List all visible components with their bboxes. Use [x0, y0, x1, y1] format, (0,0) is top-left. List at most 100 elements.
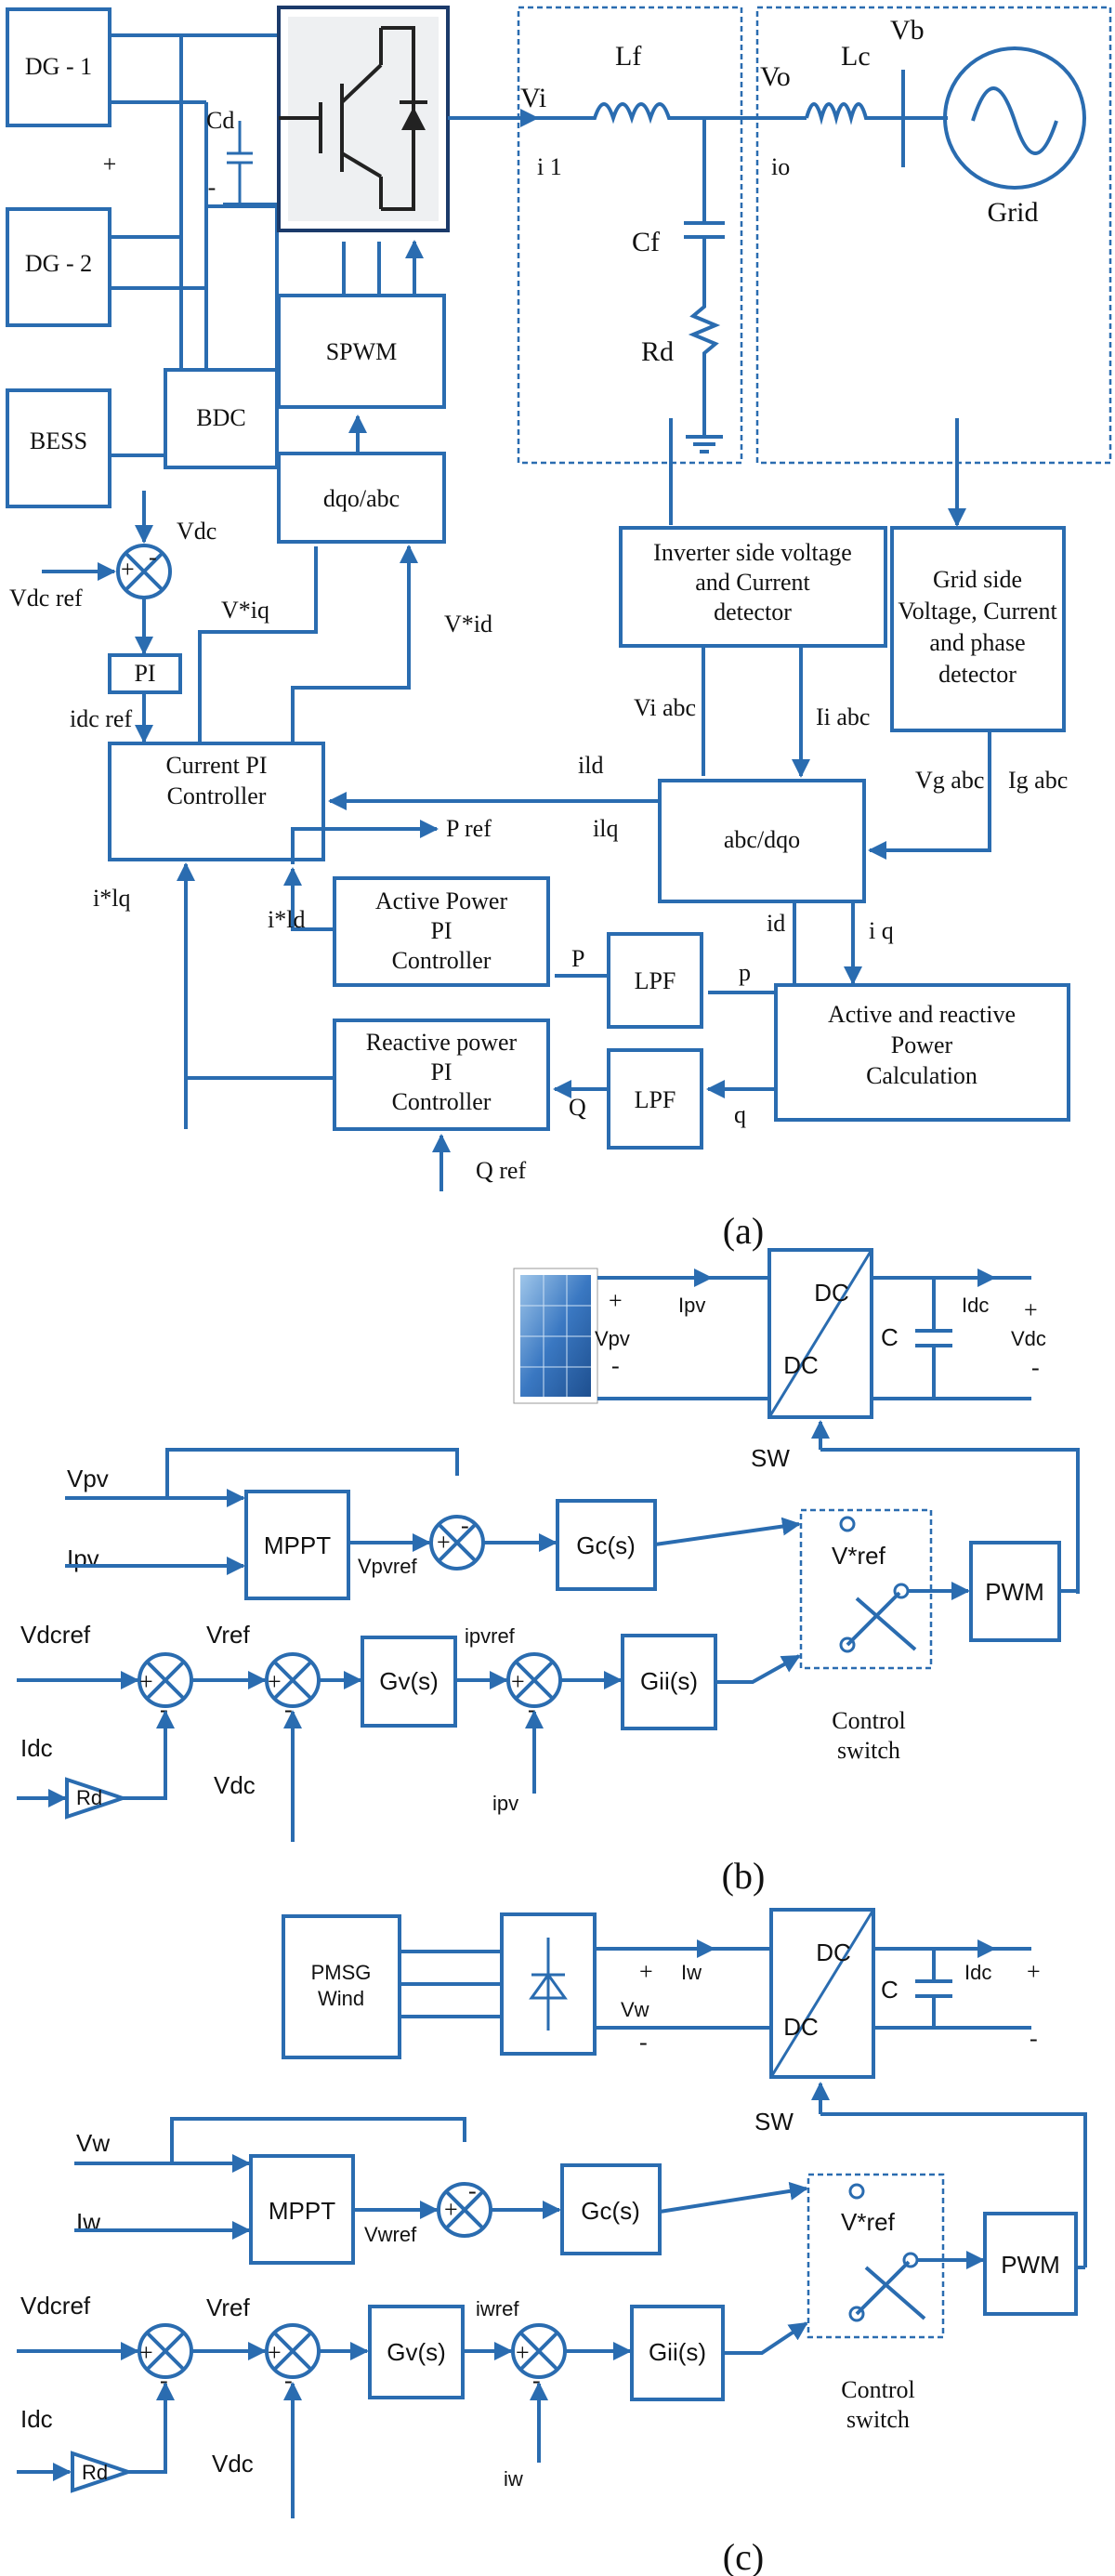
ctrl-switch-line2-c: switch: [846, 2406, 910, 2433]
P-label: P: [571, 945, 584, 972]
vb-label: Vb: [890, 15, 925, 46]
gc-label-c: Gc(s): [581, 2197, 640, 2225]
sum3-minus-c: -: [284, 2367, 293, 2394]
vref-label-b: Vref: [206, 1621, 250, 1649]
ipv-label: Ipv: [67, 1544, 99, 1572]
gc-block-c: [560, 2163, 662, 2255]
vdcref-label-c: Vdcref: [20, 2292, 91, 2320]
sw-label-b: SW: [751, 1444, 790, 1472]
pwm-block-c: [983, 2212, 1078, 2316]
ild-label: ild: [578, 752, 603, 779]
sum1-minus-b: -: [461, 1512, 469, 1539]
sum3-plus-b: +: [268, 1668, 282, 1695]
i-lq-star-label: i*lq: [93, 885, 130, 912]
sw-label-c: SW: [754, 2108, 794, 2136]
pwm-block-b: [969, 1541, 1061, 1642]
gc-label-b: Gc(s): [576, 1531, 636, 1559]
inv-det-line3: detector: [714, 598, 792, 625]
bess-label: BESS: [30, 427, 87, 454]
i-ld-star-label: i*ld: [268, 906, 305, 933]
mppt-block-b: [244, 1490, 350, 1600]
dc-bot-b: DC: [783, 1351, 819, 1379]
bdc-block: [164, 368, 279, 469]
vw-out-label: Vw: [621, 1998, 649, 2021]
vi-label: Vi: [520, 83, 546, 113]
q-label: q: [734, 1101, 746, 1128]
caption-a: (a): [723, 1210, 764, 1252]
spwm-block: [277, 294, 446, 409]
pwm-label-b: PWM: [985, 1578, 1044, 1606]
io-label: io: [771, 153, 790, 180]
cur-pi-line2: Controller: [167, 782, 267, 809]
gc-block-b: [556, 1499, 657, 1591]
diagram-b: + Vpv - Ipv DC DC C Idc + Vdc - SW Vpv I…: [17, 1248, 1080, 1897]
diagram-a: DG - 1 DG - 2 BESS BDC + - Cd SPWM dqo/a…: [6, 6, 1112, 1252]
ii-abc-label: Ii abc: [816, 703, 870, 730]
caption-c: (c): [723, 2536, 764, 2576]
rd-label-b: Rd: [76, 1786, 102, 1809]
rd-label-c: Rd: [82, 2461, 108, 2484]
gii-label-c: Gii(s): [649, 2338, 706, 2366]
cd-label: Cd: [206, 107, 234, 134]
grid-det-line2: Voltage, Current: [898, 598, 1057, 624]
diagram-c: PMSG Wind + Iw Vw - DC DC C Idc + - SW V…: [17, 1908, 1087, 2576]
ipvref-label: ipvref: [465, 1624, 516, 1648]
ig-abc-label: Ig abc: [1008, 767, 1068, 794]
sum4-plus-b: +: [511, 1668, 525, 1695]
minus-sign: -: [208, 174, 216, 201]
active-power-pi-block: [333, 876, 550, 987]
dg2-block: [6, 207, 112, 327]
iw-fb-label: iw: [504, 2467, 523, 2491]
c-label-b: C: [881, 1323, 899, 1351]
apc-line1: Active Power: [375, 887, 508, 914]
vdc-minus-c: -: [1030, 2025, 1038, 2052]
arpc-line2: Power: [891, 1032, 953, 1058]
lpf-q-block: [607, 1048, 703, 1150]
vo-label: Vo: [760, 61, 791, 92]
sum4-minus-c: -: [532, 2367, 541, 2394]
vdc-label-c: Vdc: [212, 2450, 254, 2477]
spwm-label: SPWM: [326, 338, 398, 365]
idc-out-b: Idc: [962, 1294, 989, 1317]
sum1-plus-b: +: [437, 1529, 451, 1556]
sum4-minus-b: -: [528, 1696, 536, 1723]
vref-star-b: V*ref: [832, 1542, 886, 1570]
power-calc-block: [774, 983, 1070, 1122]
mppt-label-c: MPPT: [269, 2197, 335, 2225]
grid-det-line1: Grid side: [933, 566, 1022, 593]
rpc-line2: PI: [430, 1058, 452, 1085]
ilq-label: ilq: [593, 815, 618, 842]
vref-star-c: V*ref: [841, 2208, 896, 2236]
sum4-plus-c: +: [516, 2339, 530, 2366]
rpc-line1: Reactive power: [366, 1029, 518, 1056]
lf-label: Lf: [615, 41, 641, 72]
sum1-plus-c: +: [444, 2196, 458, 2223]
vdc-plus-c: +: [1027, 1958, 1041, 1985]
sum3-minus-b: -: [284, 1696, 293, 1723]
ipv-fb-label: ipv: [492, 1792, 518, 1815]
arpc-line3: Calculation: [866, 1062, 977, 1089]
gv-block-b: [361, 1636, 457, 1728]
lpf-q-label: LPF: [635, 1086, 676, 1113]
apc-line2: PI: [430, 917, 452, 944]
grid-det-line4: detector: [938, 661, 1017, 688]
dqo-abc-block: [277, 452, 446, 544]
i1-label: i 1: [537, 153, 562, 180]
idc-label-c: Idc: [20, 2405, 53, 2433]
caption-b: (b): [722, 1855, 766, 1897]
rd-label: Rd: [641, 336, 674, 367]
iw-label: Iw: [681, 1961, 702, 1984]
vdc-plus-b: +: [1024, 1296, 1038, 1323]
dg2-label: DG - 2: [25, 250, 92, 277]
inverter-detector-block: [619, 526, 887, 648]
idc-out-c: Idc: [964, 1961, 991, 1984]
lc-label: Lc: [841, 41, 871, 72]
p-ref-label: P ref: [446, 815, 492, 842]
vdcref-label-b: Vdcref: [20, 1621, 91, 1649]
sum2-plus-b: +: [139, 1668, 153, 1695]
vref-label-c: Vref: [206, 2293, 250, 2321]
dqo-abc-label: dqo/abc: [323, 485, 400, 512]
pv-ipv-label: Ipv: [678, 1294, 705, 1317]
reactive-power-pi-block: [333, 1019, 550, 1131]
